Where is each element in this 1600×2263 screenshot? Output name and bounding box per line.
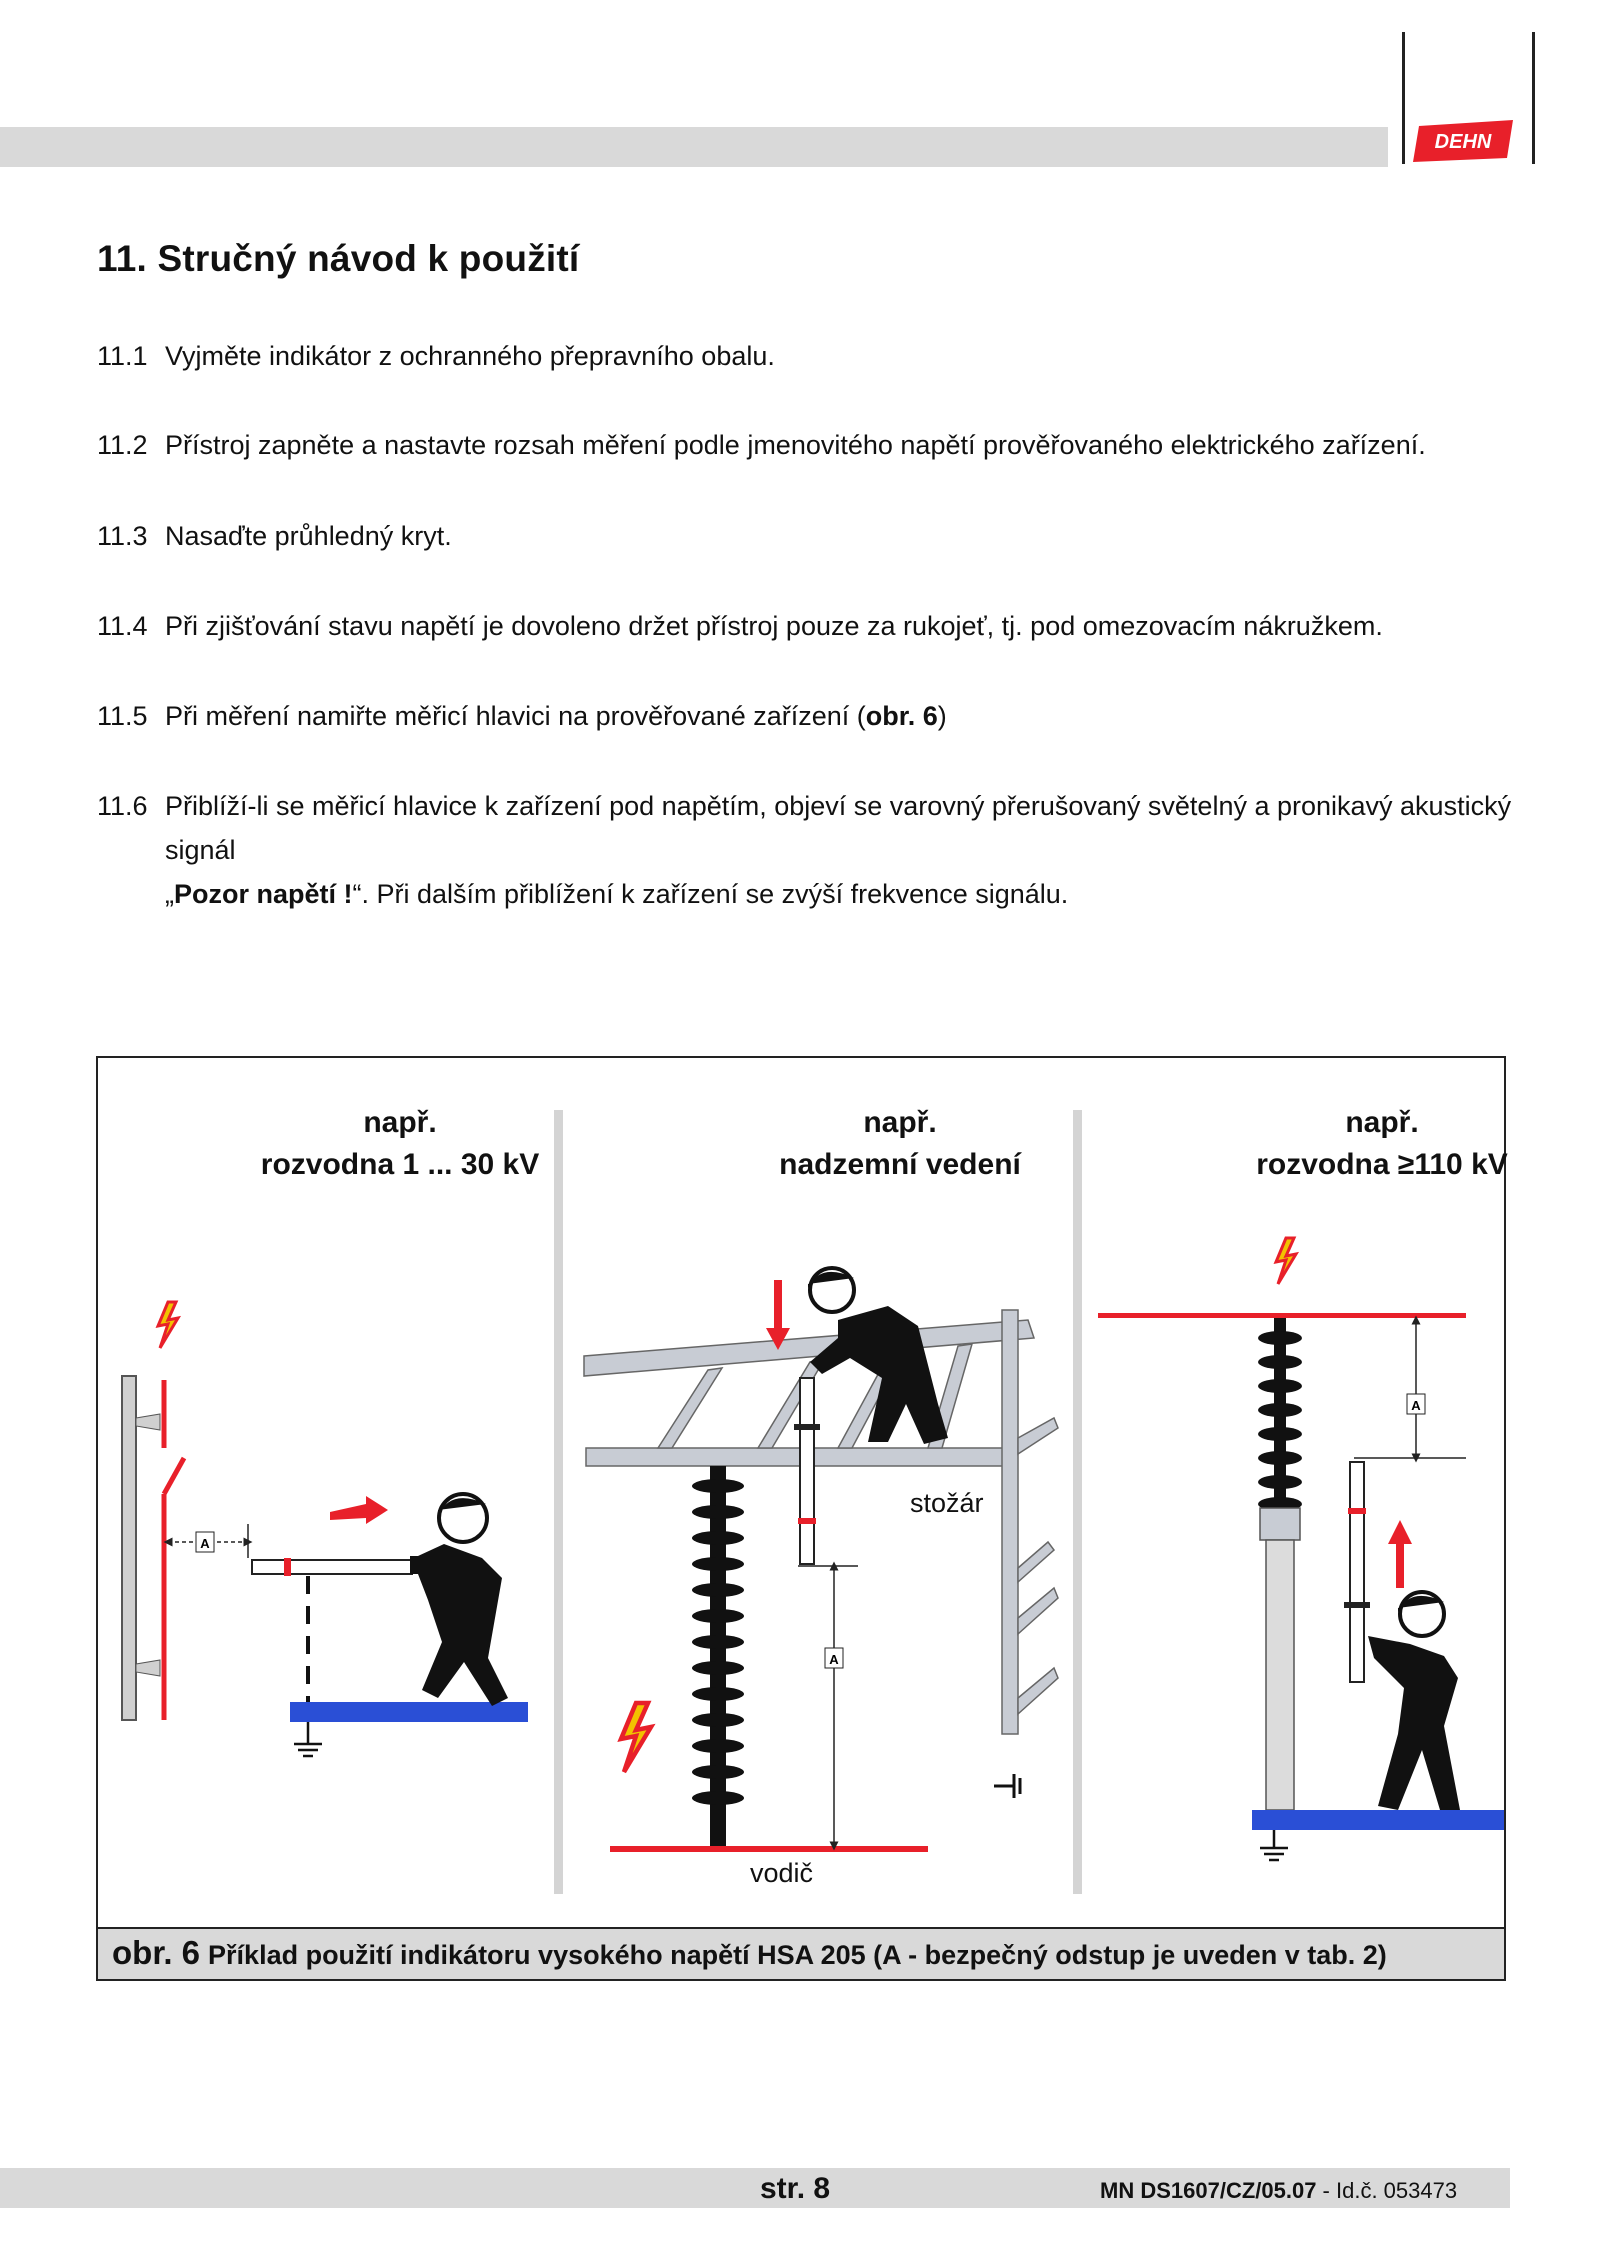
step-number: 11.3 (97, 521, 148, 551)
step-text: Nasaďte průhledný kryt. (165, 521, 452, 551)
panel-1-scene: A (121, 1300, 528, 1758)
figure-illustration: A (121, 1110, 1504, 1894)
dehn-logo: DEHN (1413, 120, 1513, 162)
figure-reference: obr. 6 (865, 701, 938, 731)
logo-divider-left (1402, 32, 1405, 164)
step-text: Vyjměte indikátor z ochranného přepravní… (165, 341, 775, 371)
hazard-bolt-icon (1274, 1236, 1298, 1286)
section-title: 11. Stručný návod k použití (97, 238, 580, 279)
panel-2-title: např.nadzemní vedení (779, 1106, 1021, 1181)
panel-divider (554, 1110, 563, 1894)
page-number: str. 8 (760, 2172, 831, 2205)
logo-divider-right (1532, 32, 1535, 164)
step-text: Přiblíží-li se měřicí hlavice k zařízení… (165, 791, 1512, 909)
step-number: 11.6 (97, 791, 148, 821)
footer-bar (0, 2168, 1510, 2208)
mast-label: stožár (910, 1488, 984, 1518)
document-id: MN DS1607/CZ/05.07 - Id.č. 053473 (1100, 2178, 1458, 2203)
step-number: 11.2 (97, 430, 148, 460)
figure-caption-label: obr. 6 (112, 1934, 201, 1971)
svg-text:A: A (200, 1536, 210, 1551)
step-number: 11.1 (97, 341, 148, 371)
hazard-bolt-icon (156, 1300, 180, 1350)
figure-caption-text: Příklad použití indikátoru vysokého napě… (208, 1940, 1387, 1970)
step-text: Přístroj zapněte a nastavte rozsah měřen… (165, 430, 1426, 460)
svg-text:DEHN: DEHN (1435, 131, 1492, 153)
hazard-bolt-icon (621, 1703, 651, 1772)
svg-text:A: A (829, 1652, 839, 1667)
header-bar (0, 127, 1388, 167)
step-text: Při měření namiřte měřicí hlavici na pro… (165, 701, 947, 731)
panel-divider (1073, 1110, 1082, 1894)
warning-message: Pozor napětí ! (174, 879, 353, 909)
panel-2-scene: A (583, 1266, 1059, 1852)
step-text: Při zjišťování stavu napětí je dovoleno … (165, 611, 1383, 641)
panel-3-title: např.rozvodna ≥110 kV (1256, 1106, 1508, 1181)
step-number: 11.4 (97, 611, 148, 641)
panel-1-title: např.rozvodna 1 ... 30 kV (260, 1106, 540, 1181)
step-number: 11.5 (97, 701, 148, 731)
panel-3-scene: A (1098, 1236, 1504, 1862)
svg-text:A: A (1411, 1398, 1421, 1413)
conductor-label: vodič (750, 1858, 814, 1888)
figure-6: A (96, 1056, 1508, 1981)
